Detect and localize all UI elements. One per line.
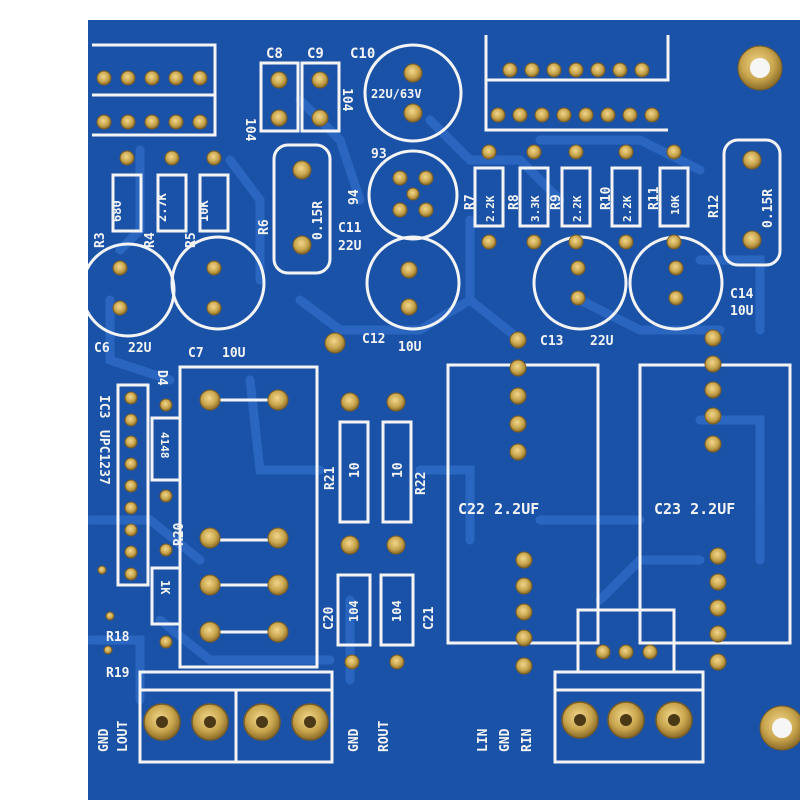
label-c6-value: 22U <box>128 341 152 356</box>
label-r20-value: 1K <box>158 580 172 595</box>
label-c20: C20 <box>322 606 337 630</box>
label-ic3-value: UPC1237 <box>96 430 111 485</box>
label-c11-value: 22U <box>338 239 362 254</box>
label-r6-value: 0.15R <box>311 201 326 240</box>
label-c12-value: 10U <box>398 340 422 355</box>
label-r3-value: 680 <box>110 200 124 222</box>
label-r12-value: 0.15R <box>761 189 776 228</box>
label-r12: R12 <box>707 195 722 218</box>
label-c9-value: 104 <box>339 88 354 112</box>
label-c10: C10 <box>350 46 375 62</box>
label-rin: RIN <box>520 728 535 752</box>
label-gnd-right: GND <box>498 728 513 752</box>
label-r6: R6 <box>257 219 272 235</box>
label-q93: 93 <box>371 147 387 162</box>
drill-holes <box>156 58 792 738</box>
silkscreen-text: C8 C9 C10 104 104 22U/63V 680 2.7K 10K R… <box>93 46 776 752</box>
label-r21-value: 10 <box>348 462 363 478</box>
label-rout: ROUT <box>377 721 392 752</box>
label-r9: R9 <box>549 194 564 210</box>
label-c14-value: 10U <box>730 304 754 319</box>
label-r18: R18 <box>106 630 130 645</box>
label-c7: C7 <box>188 346 204 361</box>
label-c13: C13 <box>540 334 563 349</box>
label-r5: R5 <box>184 232 199 248</box>
label-r9-value: 2.2K <box>571 195 584 222</box>
label-q94: 94 <box>347 189 362 205</box>
label-r22-value: 10 <box>391 462 406 478</box>
label-gnd-mid: GND <box>347 728 362 752</box>
label-r21: R21 <box>323 466 338 490</box>
label-c20-value: 104 <box>347 600 361 622</box>
label-c11: C11 <box>338 221 362 236</box>
label-r22: R22 <box>414 472 429 495</box>
label-c14: C14 <box>730 287 754 302</box>
label-lout: LOUT <box>116 721 131 752</box>
label-d4-value: 4148 <box>158 432 171 459</box>
label-r19: R19 <box>106 666 129 681</box>
solder-pads <box>96 45 800 751</box>
label-r11: R11 <box>647 186 662 210</box>
label-c12: C12 <box>362 332 385 347</box>
label-r11-value: 10K <box>669 195 682 215</box>
label-r20: R20 <box>172 522 187 546</box>
label-d4: D4 <box>154 370 169 386</box>
label-r4: R4 <box>143 232 158 248</box>
label-r7: R7 <box>463 194 478 210</box>
background-top-strip <box>0 0 800 20</box>
label-c21-value: 104 <box>390 600 404 622</box>
label-c8-value: 104 <box>242 118 257 142</box>
label-r3: R3 <box>93 232 108 248</box>
label-c23: C23 2.2UF <box>654 500 735 518</box>
label-r10-value: 2.2K <box>621 195 634 222</box>
label-lin: LIN <box>476 728 491 752</box>
board-substrate <box>88 20 800 800</box>
background-left-strip <box>0 0 88 800</box>
label-ic3: IC3 <box>96 395 111 418</box>
label-r7-value: 2.2K <box>484 195 497 222</box>
label-c10-value: 22U/63V <box>371 87 422 101</box>
label-c7-value: 10U <box>222 346 246 361</box>
label-r8-value: 3.3K <box>529 195 542 222</box>
label-c6: C6 <box>94 341 110 356</box>
label-r5-value: 10K <box>197 200 211 222</box>
label-c9: C9 <box>307 46 324 62</box>
label-r4-value: 2.7K <box>155 192 169 222</box>
label-c13-value: 22U <box>590 334 614 349</box>
label-c21: C21 <box>422 606 437 630</box>
label-r10: R10 <box>599 186 614 210</box>
label-gnd-left: GND <box>97 728 112 752</box>
label-r8: R8 <box>507 194 522 210</box>
label-c22: C22 2.2UF <box>458 500 539 518</box>
label-c8: C8 <box>266 46 283 62</box>
